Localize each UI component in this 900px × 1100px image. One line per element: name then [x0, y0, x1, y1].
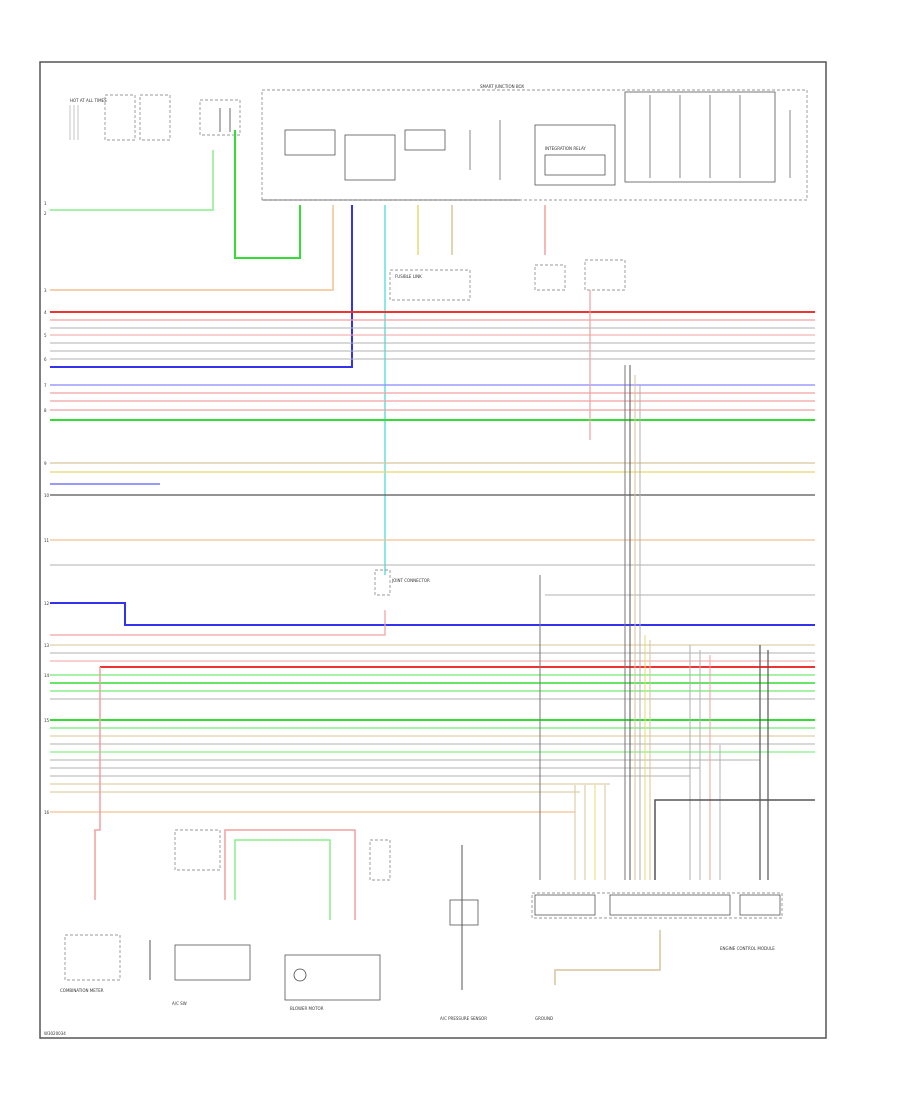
wire-grn-wht: [50, 150, 214, 211]
label-fusible-link: FUSIBLE LINK: [395, 274, 422, 279]
label-smart-junction-box: SMART JUNCTION BOX: [480, 84, 524, 89]
label-ground: GROUND: [535, 1016, 553, 1021]
wire-blu-top: [50, 205, 353, 368]
wire-org: [50, 205, 334, 291]
svg-text:8: 8: [44, 408, 47, 413]
svg-text:14: 14: [44, 673, 50, 678]
label-joint-connector: JOINT CONNECTOR: [391, 578, 430, 583]
svg-text:12: 12: [44, 601, 50, 606]
svg-text:2: 2: [44, 211, 47, 216]
left-pin-markers: 1 2 3 4 5 6 7 8 9 10 11 12 13 14 15 16: [44, 201, 50, 815]
bottom-components: COMBINATION METER A/C SW BLOWER MOTOR A/…: [60, 569, 783, 1021]
svg-text:5: 5: [44, 333, 47, 338]
svg-text:3: 3: [44, 288, 47, 293]
diagram-frame: [39, 61, 827, 1039]
label-combination-meter: COMBINATION METER: [60, 988, 104, 993]
svg-text:6: 6: [44, 357, 47, 362]
wire-blu-mid: [50, 602, 815, 626]
svg-text:1: 1: [44, 201, 47, 206]
svg-text:10: 10: [44, 493, 50, 498]
top-components: HOT AT ALL TIMES SMART JUNCTION BOX INTE…: [69, 84, 808, 301]
diagram-code: W3020034: [44, 1031, 66, 1036]
svg-text:9: 9: [44, 461, 47, 466]
label-blower-motor: BLOWER MOTOR: [290, 1006, 324, 1011]
svg-text:11: 11: [44, 538, 50, 543]
wire-lt-grn: [234, 130, 301, 259]
wires: [50, 130, 815, 990]
label-ac-sw: A/C SW: [172, 1001, 187, 1006]
svg-text:15: 15: [44, 718, 50, 723]
svg-text:7: 7: [44, 383, 47, 388]
svg-text:16: 16: [44, 810, 50, 815]
svg-text:4: 4: [44, 310, 47, 315]
label-ac-pressure-sensor: A/C PRESSURE SENSOR: [440, 1016, 487, 1021]
label-integration-relay: INTEGRATION RELAY: [545, 146, 586, 151]
svg-text:13: 13: [44, 643, 50, 648]
label-hot-at-all-times: HOT AT ALL TIMES: [70, 98, 107, 103]
label-ecm: ENGINE CONTROL MODULE: [720, 946, 775, 951]
